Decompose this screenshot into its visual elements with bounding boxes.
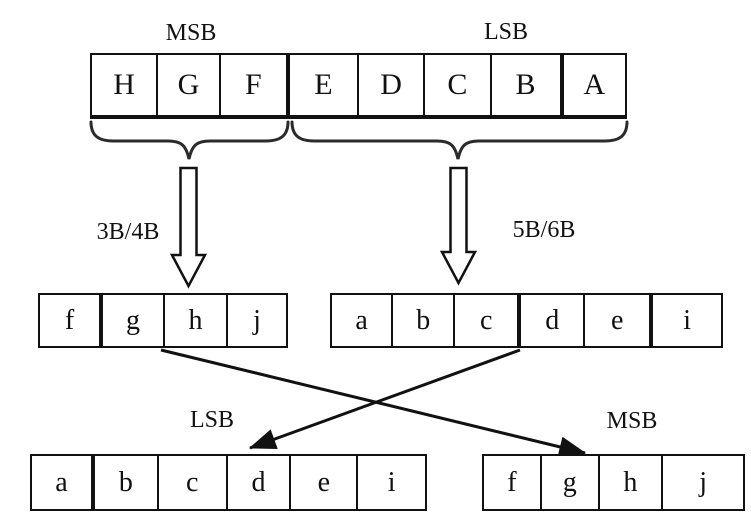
- cell-input_byte-G: G: [156, 53, 221, 119]
- cell-output_lsb-e: e: [289, 454, 359, 511]
- label-msb-top: MSB: [165, 20, 217, 46]
- cell-output_lsb-d: d: [225, 454, 292, 511]
- cell-output_msb-h: h: [597, 454, 664, 511]
- block-arrow-5b6b: [439, 166, 478, 286]
- cell-encoded_6b-i: i: [649, 293, 723, 348]
- cell-encoded_6b-a: a: [330, 293, 394, 348]
- crossover-arrow-to-msb: [160, 348, 587, 458]
- cell-encoded_4b-g: g: [99, 293, 165, 348]
- cell-encoded_6b-e: e: [583, 293, 652, 348]
- cell-encoded_6b-c: c: [453, 293, 520, 348]
- cell-output_msb-g: g: [539, 454, 600, 511]
- cell-output_lsb-c: c: [156, 454, 228, 511]
- cell-input_byte-D: D: [357, 53, 426, 119]
- cell-encoded_4b-j: j: [225, 293, 288, 348]
- label-encoder-5b6b: 5B/6B: [512, 217, 576, 243]
- cell-encoded_6b-d: d: [517, 293, 586, 348]
- cell-output_msb-j: j: [661, 454, 745, 511]
- cell-output_lsb-a: a: [30, 454, 93, 511]
- label-lsb-bottom: LSB: [189, 407, 234, 433]
- cell-output_lsb-b: b: [90, 454, 159, 511]
- label-lsb-top: LSB: [483, 19, 528, 45]
- cell-output_msb-f: f: [482, 454, 542, 511]
- cell-output_lsb-i: i: [356, 454, 427, 511]
- label-msb-bottom: MSB: [606, 408, 658, 434]
- cell-input_byte-H: H: [90, 53, 159, 119]
- cell-input_byte-F: F: [218, 53, 288, 119]
- cell-input_byte-C: C: [423, 53, 492, 119]
- cell-encoded_4b-h: h: [163, 293, 228, 348]
- crossover-arrow-to-lsb: [248, 348, 521, 450]
- cell-input_byte-A: A: [559, 53, 627, 119]
- brace-msb-group: [89, 120, 290, 160]
- brace-lsb-group: [290, 120, 629, 160]
- label-encoder-3b4b: 3B/4B: [96, 219, 160, 245]
- cell-encoded_4b-f: f: [38, 293, 102, 348]
- cell-input_byte-E: E: [285, 53, 360, 119]
- cell-input_byte-B: B: [489, 53, 562, 119]
- cell-encoded_6b-b: b: [391, 293, 456, 348]
